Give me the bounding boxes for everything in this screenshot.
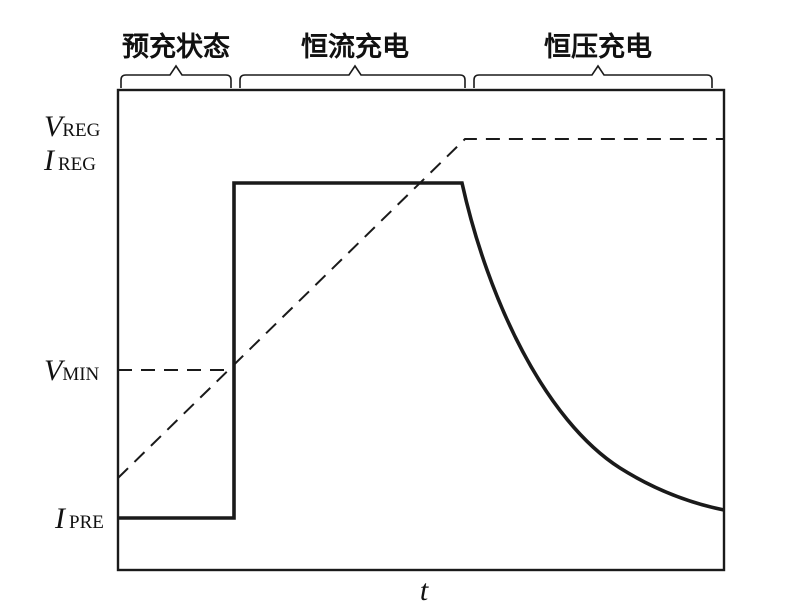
phase-label-precharge: 预充状态 [122,31,230,63]
x-axis-label: t [420,574,429,607]
plot-frame [116,88,726,572]
y-label-vmin: VMIN [44,354,100,387]
current-curve [118,181,725,520]
phase-brace-constant-current [239,64,466,88]
phase-brace-constant-voltage [473,64,713,88]
phase-label-constant-voltage: 恒压充电 [544,31,652,63]
phase-label-constant-current: 恒流充电 [301,31,409,63]
y-label-vreg: VREG [44,110,101,143]
voltage-curve [117,138,724,479]
phase-brace-precharge [120,64,232,88]
